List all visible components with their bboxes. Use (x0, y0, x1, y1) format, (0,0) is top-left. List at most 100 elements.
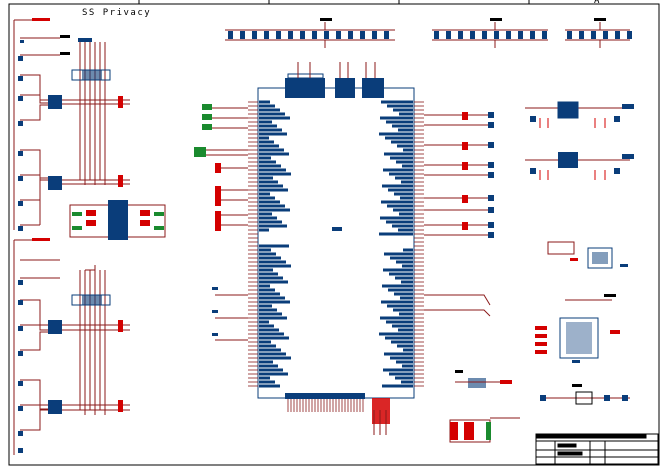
power-flag (32, 238, 50, 241)
decoupling-capacitor (530, 31, 535, 39)
ic-pin-label-right (401, 180, 413, 184)
ic-pin-label-right (393, 108, 413, 112)
top-decoupling-row-1 (225, 22, 395, 48)
ic-pin-label-left (259, 304, 272, 308)
net-label (60, 35, 70, 38)
ic-pin-label-right (399, 312, 413, 316)
ic-pin-label-left (259, 260, 286, 264)
ic-pin-label-right (397, 344, 413, 348)
ic-pin-label-left (259, 112, 285, 116)
ic-pin-label-left (259, 136, 269, 140)
decoupling-capacitor (360, 31, 365, 39)
lower-red-pins (118, 320, 123, 412)
ic-pin-label-left (259, 352, 286, 356)
decoupling-capacitor (567, 31, 572, 39)
ic-pin-label-left (259, 316, 287, 320)
ic-pin-label-left (259, 328, 279, 332)
ic-pin-label-right (398, 228, 413, 232)
ic-pin-label-right (383, 368, 413, 372)
ic-pin-label-right (386, 220, 413, 224)
ic-pin-label-left (259, 164, 281, 168)
ic-pin-label-right (389, 172, 413, 176)
lower-switch-cluster (60, 265, 130, 415)
ic-pin-label-left (259, 128, 282, 132)
ic-pin-label-right (395, 176, 413, 180)
ic-pin-label-right (391, 140, 413, 144)
ic-pin-label-right (401, 380, 413, 384)
decoupling-capacitor (276, 31, 281, 39)
top-rail-flags (320, 18, 606, 21)
left-ic-connectors (194, 104, 221, 336)
ic-pin-label-right (399, 212, 413, 216)
oscillator-block (547, 241, 628, 269)
ic-pin-label-right (380, 216, 413, 220)
decoupling-capacitor (264, 31, 269, 39)
ic-pin-label-left (259, 152, 289, 156)
ic-pin-label-left (259, 324, 274, 328)
ic-pin-label-left (259, 116, 290, 120)
ic-pin-label-right (384, 252, 413, 256)
ic-pin-label-left (259, 256, 281, 260)
ic-pin-label-right (392, 324, 413, 328)
ic-pin-label-left (259, 252, 276, 256)
ic-pin-label-right (381, 300, 413, 304)
ic-pin-label-left (259, 244, 289, 248)
top-header-wires (297, 62, 376, 78)
ic-pin-label-left (259, 120, 272, 124)
upper-red-pins (118, 96, 123, 187)
decoupling-capacitor (615, 31, 620, 39)
decoupling-capacitor (591, 31, 596, 39)
decoupling-capacitor (434, 31, 439, 39)
ic-pin-label-right (380, 316, 413, 320)
decoupling-capacitor (470, 31, 475, 39)
ic-pin-label-left (259, 204, 285, 208)
main-ic-right-pins (379, 100, 424, 388)
right-ic-nets (424, 114, 491, 317)
ic-pin-label-right (403, 248, 413, 252)
ic-pin-label-right (403, 348, 413, 352)
title-block (535, 433, 659, 465)
ic-pin-label-left (259, 268, 273, 272)
ic-pin-label-right (390, 356, 413, 360)
ic-pin-label-right (399, 112, 413, 116)
left-lower-ground-symbols (18, 280, 23, 453)
ic-pin-label-right (389, 372, 413, 376)
main-ic-top-connectors (285, 73, 384, 98)
ic-pin-label-right (392, 124, 413, 128)
ic-pin-label-left (259, 208, 290, 212)
border-col-label-a: A (594, 0, 600, 6)
ic-pin-label-left (259, 280, 288, 284)
ic-pin-label-right (402, 164, 413, 168)
decoupling-capacitor (627, 31, 632, 39)
left-connector-block (69, 200, 166, 240)
right-regulator-1 (525, 101, 634, 128)
ic-pin-label-right (393, 308, 413, 312)
ic-pin-label-right (382, 384, 413, 388)
ic-pin-label-left (259, 200, 280, 204)
main-ic-left-pins (248, 100, 291, 388)
ic-pin-label-right (382, 184, 413, 188)
ic-pin-label-right (391, 340, 413, 344)
ic-pin-label-left (259, 384, 280, 388)
upper-switch-ics (48, 38, 111, 190)
ic-pin-label-right (390, 256, 413, 260)
ic-pin-label-left (259, 148, 284, 152)
ic-pin-label-left (259, 228, 269, 232)
ic-pin-label-left (259, 336, 289, 340)
ic-pin-label-right (398, 328, 413, 332)
ic-pin-label-right (396, 160, 413, 164)
ic-pin-label-right (402, 264, 413, 268)
decoupling-capacitor (579, 31, 584, 39)
border-column-ticks (9, 0, 659, 5)
ic-pin-label-right (379, 332, 413, 336)
ic-pin-label-right (402, 364, 413, 368)
ic-pin-label-left (259, 124, 277, 128)
jtag-header (372, 398, 390, 435)
decoupling-capacitor (348, 31, 353, 39)
decoupling-capacitor (542, 31, 547, 39)
ic-pin-label-left (259, 320, 269, 324)
decoupling-capacitor (518, 31, 523, 39)
top-capacitors (228, 31, 632, 39)
left-upper-ground-symbols (18, 40, 24, 231)
ic-pin-label-right (390, 156, 413, 160)
